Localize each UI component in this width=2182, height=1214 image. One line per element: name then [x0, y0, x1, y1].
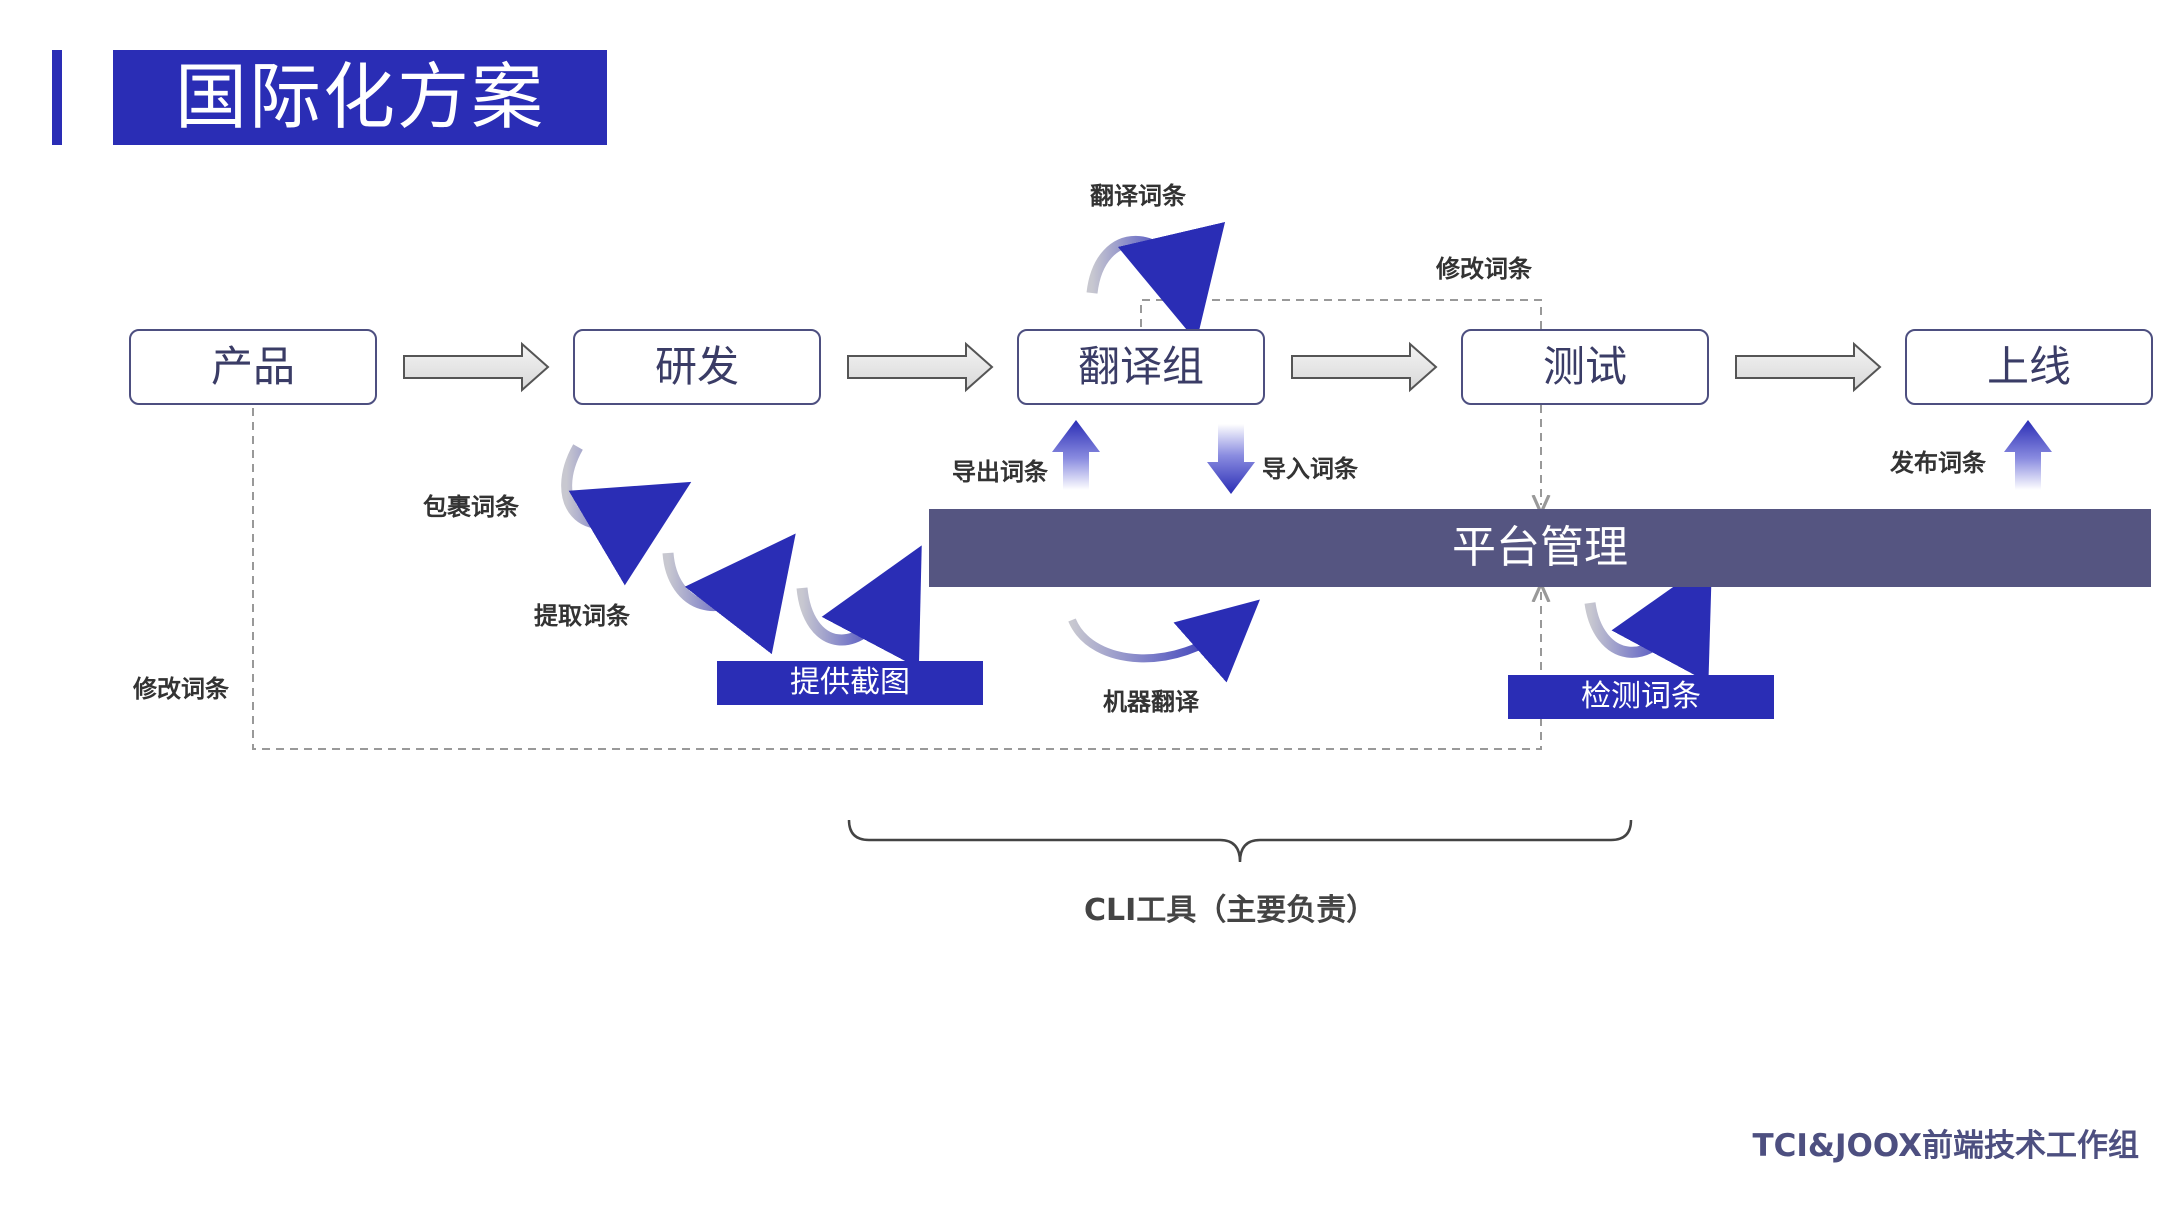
curved-arrow-icon [561, 444, 692, 586]
badge-screenshot: 提供截图 [717, 661, 983, 705]
dashed-loop-translation-to-platform [1140, 299, 1541, 505]
curved-arrow-icon [662, 533, 796, 655]
label-import-entries: 导入词条 [1262, 455, 1358, 483]
footer-team: TCI&JOOX前端技术工作组 [1752, 1128, 2139, 1164]
label-wrap-entries: 包裹词条 [423, 493, 519, 521]
node-test: 测试 [1461, 329, 1709, 405]
badge-detect: 检测词条 [1508, 675, 1774, 719]
label-publish-entries: 发布词条 [1890, 449, 1986, 477]
node-release: 上线 [1905, 329, 2153, 405]
block-arrow-down-icon [1207, 424, 1255, 494]
label-modify-entries-top: 修改词条 [1436, 255, 1532, 283]
label-modify-entries-left: 修改词条 [133, 675, 229, 703]
block-arrow-up-icon [2004, 420, 2052, 490]
block-arrow-right-icon [403, 341, 550, 393]
curved-arrow-icon [796, 545, 922, 669]
label-machine-translate: 机器翻译 [1103, 688, 1199, 716]
platform-bar: 平台管理 [929, 509, 2151, 587]
label-export-entries: 导出词条 [952, 458, 1048, 486]
cli-tool-label: CLI工具（主要负责） [1084, 893, 1377, 928]
block-arrow-right-icon [1735, 341, 1882, 393]
block-arrow-right-icon [1291, 341, 1438, 393]
label-extract-entries: 提取词条 [534, 602, 630, 630]
page-title: 国际化方案 [113, 50, 607, 145]
title-accent-bar [52, 50, 62, 145]
label-translate-entries: 翻译词条 [1090, 182, 1186, 210]
curved-arrow-icon [1584, 559, 1713, 683]
dashed-loop-product-to-platform [252, 408, 1541, 750]
node-dev: 研发 [573, 329, 821, 405]
curved-arrow-icon [1068, 599, 1260, 683]
block-arrow-up-icon [1052, 420, 1100, 490]
node-product: 产品 [129, 329, 377, 405]
curved-arrow-icon [1086, 221, 1225, 342]
curly-brace-icon [847, 819, 1633, 863]
block-arrow-right-icon [847, 341, 994, 393]
node-translation: 翻译组 [1017, 329, 1265, 405]
